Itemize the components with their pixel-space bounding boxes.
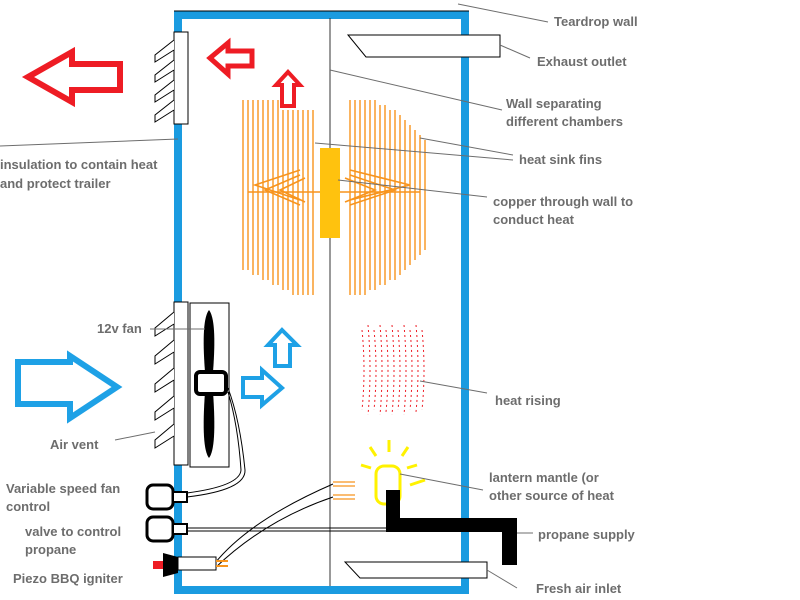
label-mantle-line2: other source of heat xyxy=(489,488,615,503)
propane-valve-knob xyxy=(145,515,175,543)
piezo-igniter-button xyxy=(153,561,163,569)
label-heat-sink-fins: heat sink fins xyxy=(519,152,602,167)
cool-air-up-arrow-icon xyxy=(263,327,302,368)
cool-air-right-arrow-icon xyxy=(241,365,286,410)
fan-icon xyxy=(194,310,228,458)
label-fresh-air-inlet: Fresh air inlet xyxy=(536,581,622,596)
fin-braces xyxy=(248,169,420,206)
fan-control-stem xyxy=(172,491,188,503)
propane-valve-stem xyxy=(172,523,188,535)
label-fan-control-line2: control xyxy=(6,499,50,514)
heat-rising-marks xyxy=(361,324,425,416)
piezo-igniter-body xyxy=(163,553,178,577)
label-insulation-line1: insulation to contain heat xyxy=(0,157,158,172)
exhaust-outlet xyxy=(346,34,501,58)
label-valve-line2: propane xyxy=(25,542,76,557)
label-teardrop-wall: Teardrop wall xyxy=(554,14,638,29)
label-fan: 12v fan xyxy=(97,321,142,336)
air-vent xyxy=(154,301,189,466)
hot-air-up-arrow-icon xyxy=(271,69,305,108)
label-heat-rising: heat rising xyxy=(495,393,561,408)
label-fan-control-line1: Variable speed fan xyxy=(6,481,120,496)
copper-plate xyxy=(320,148,340,238)
label-mantle-line1: lantern mantle (or xyxy=(489,470,599,485)
exhaust-arrow-icon xyxy=(21,46,123,108)
igniter-wires xyxy=(214,483,334,569)
upper-vent xyxy=(154,31,189,125)
igniter-electrodes xyxy=(333,481,355,500)
label-exhaust-outlet: Exhaust outlet xyxy=(537,54,627,69)
fan-wires xyxy=(186,387,246,498)
label-copper-line1: copper through wall to xyxy=(493,194,633,209)
piezo-igniter-barrel xyxy=(177,556,217,571)
label-wall-line1: Wall separating xyxy=(506,96,602,111)
hot-air-left-arrow-icon xyxy=(206,37,255,80)
propane-pipe xyxy=(386,490,517,565)
fan-control-knob xyxy=(145,483,175,511)
label-valve-line1: valve to control xyxy=(25,524,121,539)
label-propane-supply: propane supply xyxy=(538,527,636,542)
label-wall-line2: different chambers xyxy=(506,114,623,129)
intake-arrow-icon xyxy=(15,350,123,424)
label-copper-line2: conduct heat xyxy=(493,212,575,227)
fresh-air-inlet xyxy=(343,561,488,579)
label-air-vent: Air vent xyxy=(50,437,99,452)
label-igniter: Piezo BBQ igniter xyxy=(13,571,123,586)
label-insulation-line2: and protect trailer xyxy=(0,176,111,191)
leader-lines xyxy=(0,3,549,589)
